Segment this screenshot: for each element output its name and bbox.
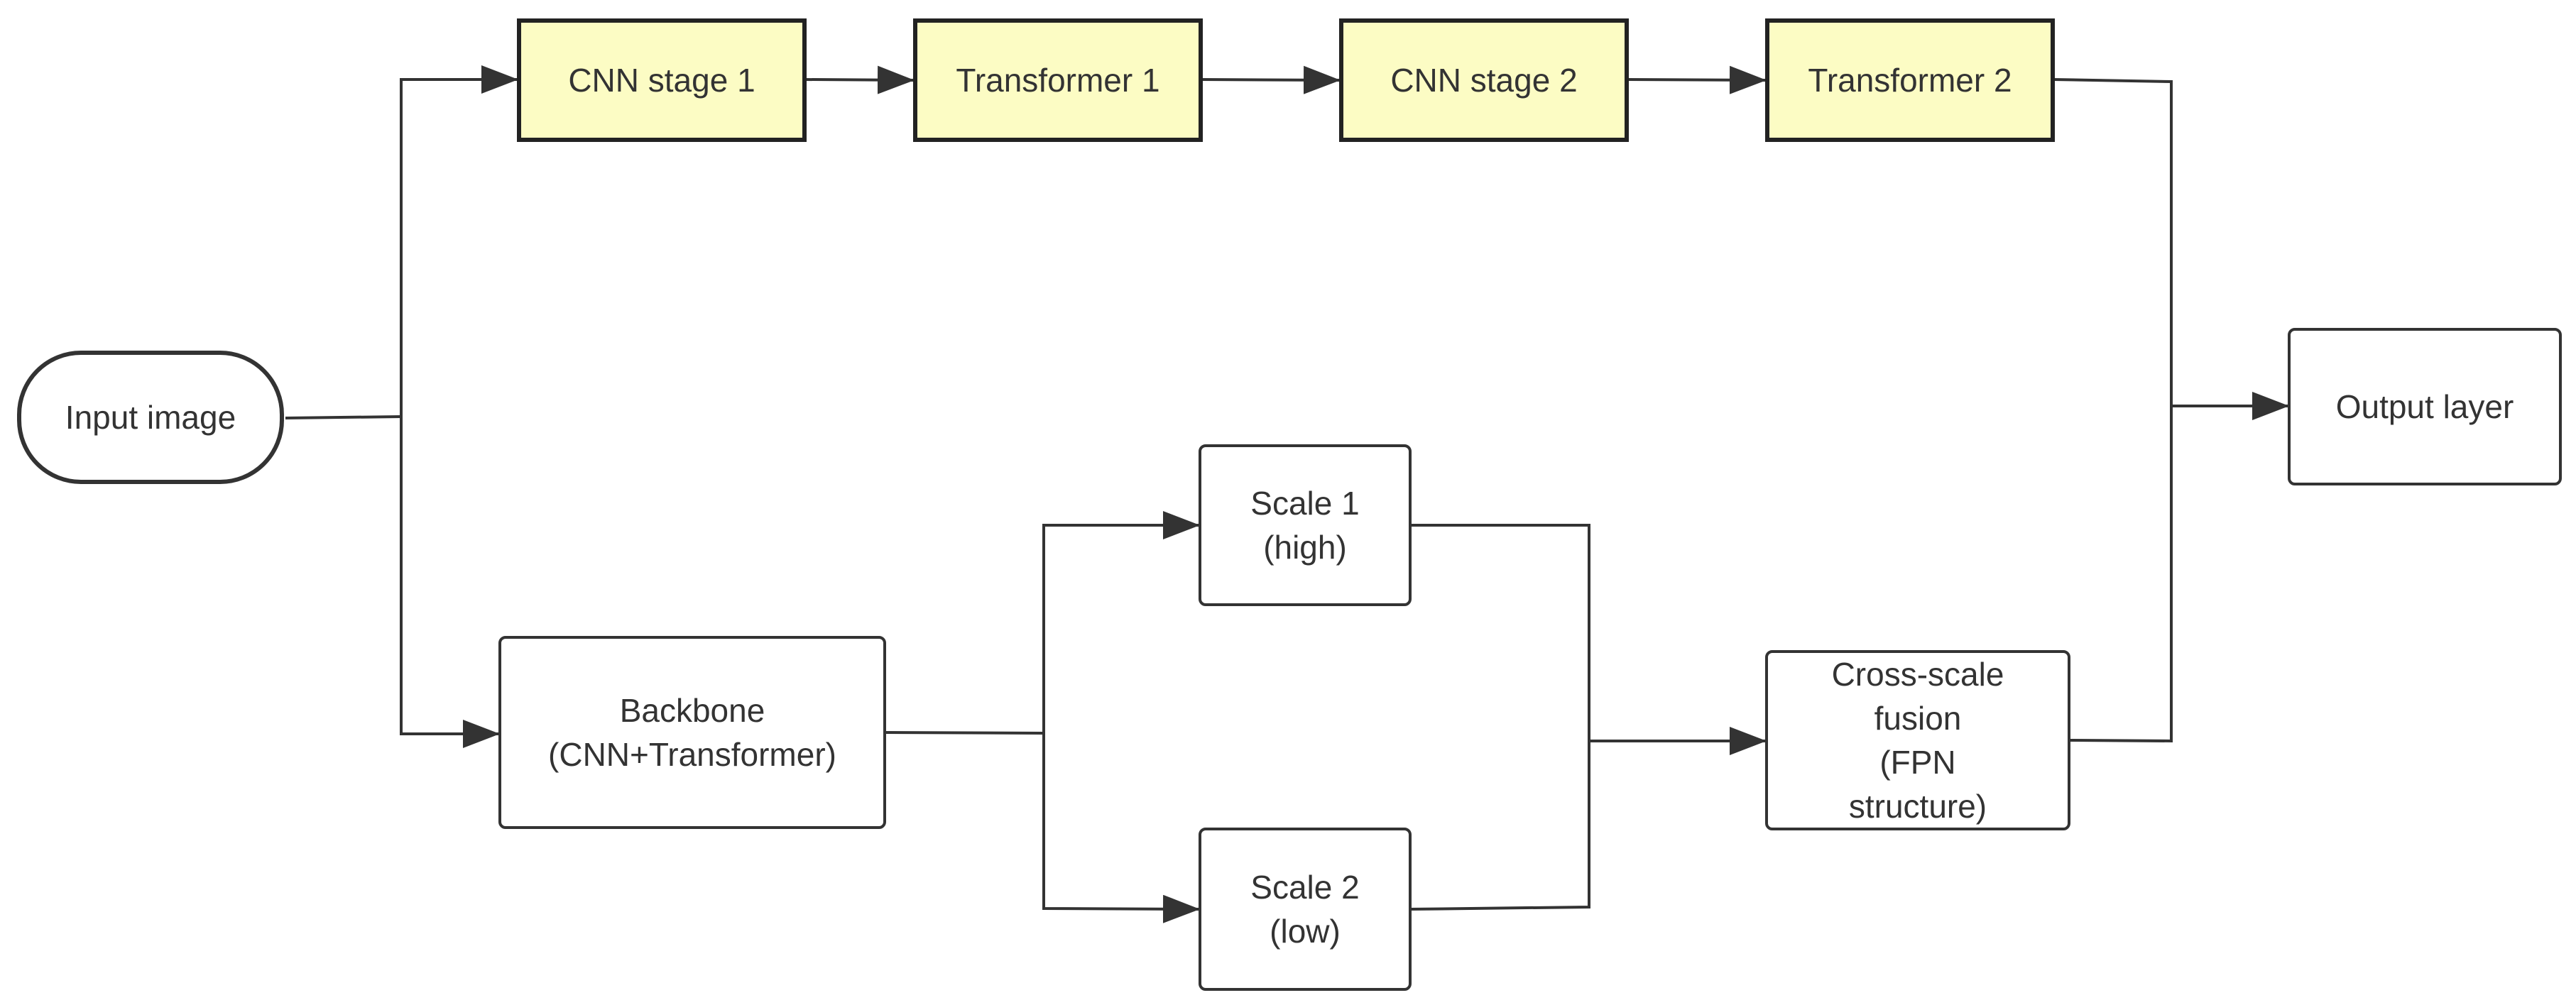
edge-scale-2-to-join — [1409, 741, 1590, 911]
cnn-stage-1-node: CNN stage 1 — [517, 18, 807, 142]
transformer-1-node: Transformer 1 — [913, 18, 1203, 142]
backbone-node: Backbone (CNN+Transformer) — [498, 636, 886, 829]
scale-1-node: Scale 1 (high) — [1199, 444, 1412, 606]
edge-transformer-1-to-cnn-stage-2 — [1201, 65, 1341, 94]
edge-scale-1-to-join — [1410, 524, 1590, 741]
edge-input-to-trunk — [285, 415, 402, 419]
edge-cross-scale-fusion-to-merge — [2068, 406, 2173, 743]
edge-trunk-to-cnn-stage-1 — [400, 65, 518, 417]
edge-cnn-stage-1-to-transformer-1 — [804, 65, 915, 94]
edge-split-to-scale-1 — [1042, 511, 1200, 733]
edge-backbone-to-split — [884, 731, 1044, 735]
scale-2-node: Scale 2 (low) — [1199, 828, 1412, 991]
edge-trunk-to-backbone — [400, 417, 500, 748]
edge-transformer-2-to-merge — [2053, 78, 2173, 406]
edge-split-to-scale-2 — [1042, 733, 1201, 923]
transformer-2-node: Transformer 2 — [1765, 18, 2055, 142]
input-image-node: Input image — [17, 351, 284, 484]
edge-cnn-stage-2-to-transformer-2 — [1627, 65, 1767, 94]
cnn-stage-2-node: CNN stage 2 — [1339, 18, 1629, 142]
output-layer-node: Output layer — [2288, 328, 2562, 485]
cross-scale-fusion-node: Cross-scale fusion (FPN structure) — [1765, 650, 2070, 830]
